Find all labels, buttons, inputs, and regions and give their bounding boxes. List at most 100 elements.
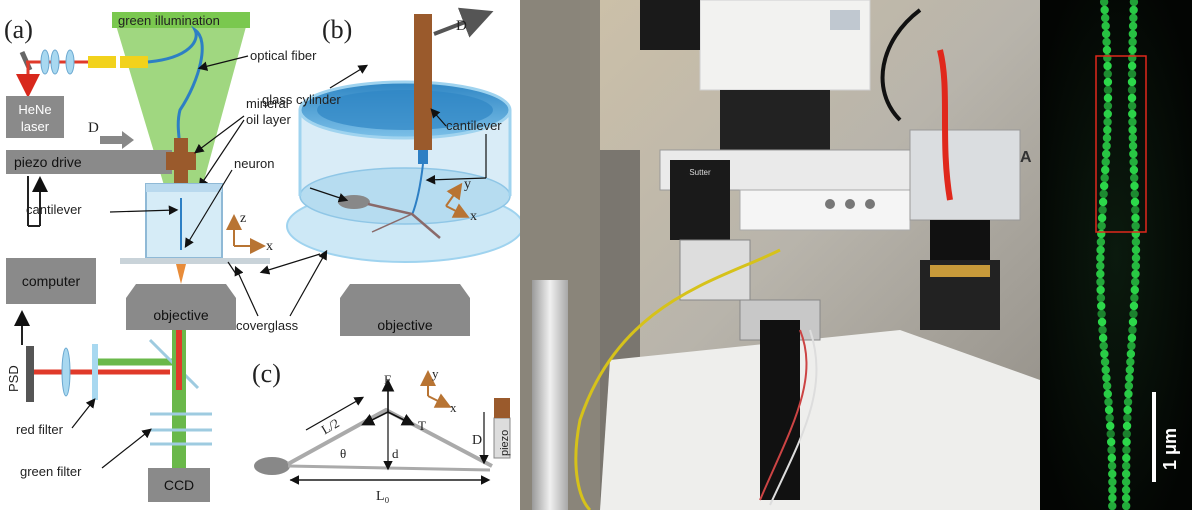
strand-dot <box>1107 445 1116 455</box>
theta-label: θ <box>340 446 346 461</box>
l0-label: L₀ <box>376 489 390 504</box>
illumination-band <box>112 12 250 28</box>
strand-dot <box>1102 381 1112 391</box>
roi-box <box>1095 55 1147 233</box>
strand-dot <box>1101 21 1110 31</box>
objective-b <box>340 284 470 336</box>
panel-label-a: (a) <box>4 15 33 44</box>
fluorescence-micrograph: 1 μm <box>1040 0 1192 510</box>
strand-dot <box>1096 253 1105 263</box>
ccd-label: CCD <box>164 477 194 493</box>
strand-dot <box>1102 373 1111 383</box>
strand-dot <box>1122 445 1131 455</box>
tension-t-label: T <box>418 418 426 433</box>
panel-b-dish <box>286 14 524 263</box>
strand-dot <box>1103 101 1113 111</box>
strand-dot <box>1102 141 1111 151</box>
panel-c-axis-x: x <box>450 400 457 415</box>
panel-c-axis-y: y <box>432 366 439 381</box>
strand-dot <box>1105 413 1114 423</box>
strand-dot <box>1128 109 1137 119</box>
strand-dot <box>1130 285 1139 295</box>
strand-dot <box>1103 85 1113 95</box>
strand-dot <box>1130 189 1139 199</box>
neuron-label-a: neuron <box>234 156 274 171</box>
strand-dot <box>1103 389 1112 399</box>
strand-dot <box>1128 45 1137 55</box>
objective-a <box>126 284 236 330</box>
strand-dot <box>1131 205 1140 215</box>
mineral-oil-label-2: oil layer <box>246 112 291 127</box>
strand-dot <box>1103 109 1112 119</box>
strand-dot <box>1108 469 1117 479</box>
optical-fiber-pointer <box>197 55 249 71</box>
strand-dot <box>1101 165 1110 175</box>
piezo-label: piezo <box>499 430 511 456</box>
strand-dot <box>1125 373 1134 383</box>
strand-dot <box>1103 53 1112 63</box>
psd-label: PSD <box>6 365 21 392</box>
strand-dot <box>1097 229 1106 239</box>
strand-dot <box>1103 117 1112 127</box>
strand-dot <box>1130 197 1140 207</box>
strand-dot <box>1108 485 1117 495</box>
strand-dot <box>1126 349 1136 359</box>
strand-dot <box>1102 45 1112 55</box>
strand-dot <box>1107 453 1117 463</box>
strand-dot <box>1127 85 1137 95</box>
panel-label-b: (b) <box>322 15 352 44</box>
strand-dot <box>1130 277 1140 287</box>
strand-dot <box>1131 245 1141 255</box>
ccd-box <box>148 468 210 502</box>
force-f-label: F <box>384 372 391 387</box>
axis-x-label: x <box>266 239 273 254</box>
piezo-drive-box <box>6 150 172 174</box>
panel-c-diagram <box>254 370 511 485</box>
strand-dot <box>1130 293 1139 303</box>
strand-dot <box>1104 397 1113 407</box>
strand-dot <box>1131 229 1140 239</box>
computer-label: computer <box>22 273 81 289</box>
strand-dot <box>1097 213 1107 223</box>
strand-dot <box>1098 205 1107 215</box>
strand-dot <box>1121 493 1131 503</box>
objective-label-a: objective <box>153 307 208 323</box>
green-beam <box>172 330 186 470</box>
d-small-label: d <box>392 446 399 461</box>
strand-dot <box>1129 149 1138 159</box>
strand-dot <box>1098 197 1108 207</box>
strand-dot <box>1128 317 1138 327</box>
glass-cylinder-label: glass cylinder <box>262 92 341 107</box>
strand-dot <box>1127 77 1137 87</box>
d-arrow-icon <box>100 131 134 149</box>
panel-b-axis-x: x <box>470 209 477 224</box>
strand-dot <box>1098 333 1108 343</box>
strand-dot <box>1128 21 1138 31</box>
strand-dot <box>1108 501 1117 510</box>
strand-dot <box>1106 429 1115 439</box>
axis-z-label: z <box>240 211 246 226</box>
photo-panel-label: A <box>1020 149 1032 166</box>
strand-dot <box>1122 429 1131 439</box>
strand-dot <box>1100 13 1110 23</box>
strand-dot <box>1102 37 1111 47</box>
objective-label-b: objective <box>377 317 432 333</box>
strand-dot <box>1129 157 1138 167</box>
psd-detector <box>26 346 34 402</box>
strand-dot <box>1102 133 1112 143</box>
computer-box <box>6 258 96 304</box>
piezo-drive-label: piezo drive <box>14 154 82 170</box>
panel-b-d-label: D <box>456 18 467 34</box>
strand-dot <box>1103 93 1113 103</box>
strand-dot <box>1129 13 1138 23</box>
strand-dot <box>1123 413 1132 423</box>
red-filter-label: red filter <box>16 422 64 437</box>
strand-dot <box>1127 333 1137 343</box>
strand-dot <box>1097 317 1107 327</box>
strand-dot <box>1098 325 1107 335</box>
optical-fiber <box>147 25 204 151</box>
coverglass <box>120 258 270 264</box>
strand-dot <box>1128 141 1138 151</box>
strand-dot <box>1096 277 1105 287</box>
strand-dot <box>1123 405 1132 415</box>
